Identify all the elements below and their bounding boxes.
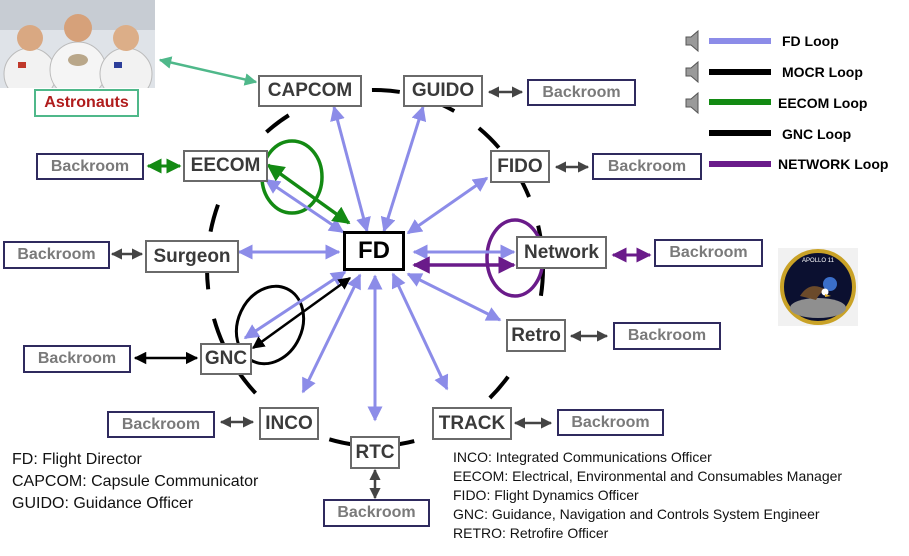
- legend-swatches: [709, 38, 771, 167]
- fido-node: FIDO: [490, 150, 550, 183]
- eecom-fd-green-link: [266, 163, 351, 225]
- fido-backroom: Backroom: [592, 153, 702, 180]
- fd-eecom-link: [264, 178, 345, 234]
- patch-text: APOLLO 11: [802, 258, 834, 264]
- legend-gnc-loop: GNC Loop: [782, 126, 852, 142]
- fd-gnc-link: [243, 270, 347, 340]
- capcom-node: CAPCOM: [258, 75, 362, 107]
- speaker-icon: [685, 29, 699, 115]
- track-node: TRACK: [432, 407, 512, 440]
- guido-node: GUIDO: [403, 75, 483, 107]
- legend-fd-loop: FD Loop: [782, 33, 839, 49]
- fd-capcom-link: [330, 105, 371, 233]
- fd-retro-link: [406, 272, 502, 322]
- glossary-item: GNC: Guidance, Navigation and Controls S…: [453, 506, 820, 522]
- glossary-item: FD: Flight Director: [12, 451, 142, 468]
- inco-node: INCO: [259, 407, 319, 440]
- eecom-node: EECOM: [183, 150, 268, 182]
- glossary-item: INCO: Integrated Communications Officer: [453, 449, 712, 465]
- fd-fido-link: [406, 176, 489, 235]
- gnc-fd-black-link: [251, 276, 352, 350]
- fd-node: FD: [343, 231, 405, 271]
- glossary-right: INCO: Integrated Communications Officer …: [453, 448, 842, 543]
- astronauts-label: Astronauts: [34, 89, 139, 117]
- fd-guido-link: [380, 105, 427, 233]
- retro-node: Retro: [506, 319, 566, 352]
- fd-track-link: [391, 272, 449, 391]
- surgeon-node: Surgeon: [145, 240, 239, 273]
- inco-backroom: Backroom: [107, 411, 215, 438]
- guido-backroom: Backroom: [527, 79, 636, 106]
- glossary-left: FD: Flight Director CAPCOM: Capsule Comm…: [12, 449, 258, 515]
- astronauts-capcom-link: [158, 56, 258, 86]
- eecom-loop-ring: [260, 139, 324, 215]
- rtc-backroom: Backroom: [323, 499, 430, 527]
- network-backroom: Backroom: [654, 239, 763, 267]
- glossary-item: GUIDO: Guidance Officer: [12, 495, 194, 512]
- surgeon-backroom: Backroom: [3, 241, 110, 269]
- glossary-item: EECOM: Electrical, Environmental and Con…: [453, 468, 843, 484]
- legend-mocr-loop: MOCR Loop: [782, 64, 863, 80]
- network-node: Network: [516, 236, 607, 269]
- astronaut-photo: [0, 0, 155, 101]
- eecom-backroom: Backroom: [36, 153, 144, 180]
- gnc-backroom: Backroom: [23, 345, 131, 373]
- legend-eecom-loop: EECOM Loop: [778, 95, 868, 111]
- track-backroom: Backroom: [557, 409, 664, 436]
- gnc-node: GNC: [200, 343, 252, 375]
- apollo-11-patch: APOLLO 11: [778, 248, 858, 326]
- rtc-node: RTC: [350, 436, 400, 469]
- glossary-item: RETRO: Retrofire Officer: [453, 525, 609, 541]
- legend-network-loop: NETWORK Loop: [778, 156, 889, 172]
- glossary-item: FIDO: Flight Dynamics Officer: [453, 487, 639, 503]
- glossary-item: CAPCOM: Capsule Communicator: [12, 473, 259, 490]
- retro-backroom: Backroom: [613, 322, 721, 350]
